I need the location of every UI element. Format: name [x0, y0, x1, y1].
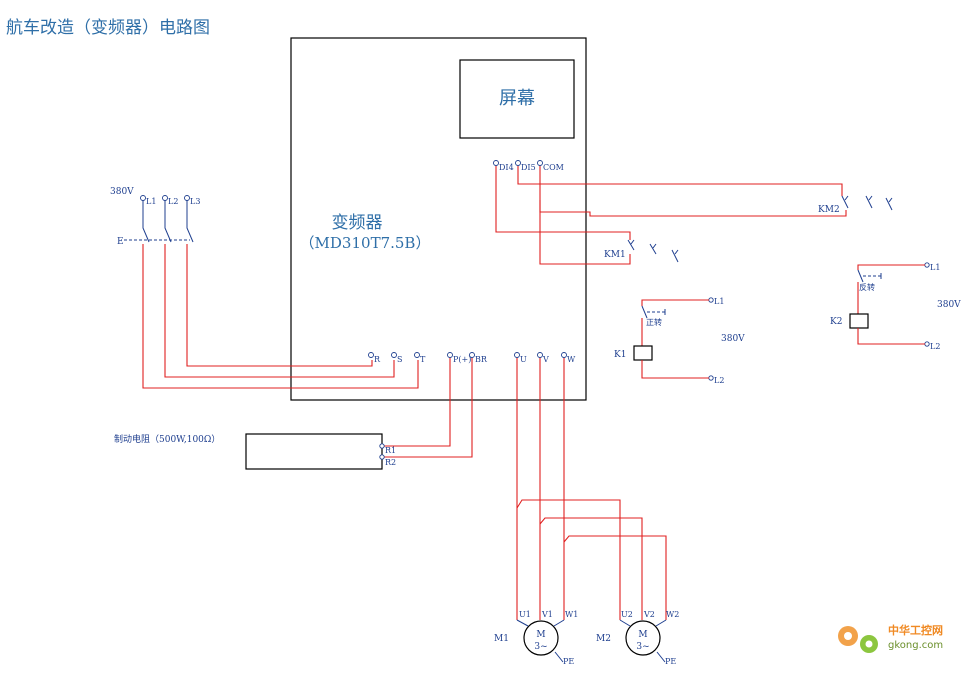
watermark-cn: 中华工控网 [888, 623, 943, 637]
k1-label: K1 [614, 350, 626, 360]
m2-u2: U2 [621, 610, 633, 619]
km1-label: KM1 [604, 250, 626, 260]
m1-w1: W1 [565, 610, 578, 619]
supply-voltage: 380V [110, 187, 134, 197]
k1-l1: L1 [714, 297, 724, 306]
k2-mode: 反转 [859, 282, 875, 292]
supply-l2: L2 [168, 197, 178, 206]
resistor-r1: R1 [385, 446, 396, 455]
m1-pe: PE [563, 657, 574, 666]
watermark-logo: 中华工控网 gkong.com [838, 623, 943, 653]
m1-label: M1 [494, 634, 509, 644]
supply: 380V L1 L2 L3 E [110, 187, 419, 389]
supply-l3: L3 [190, 197, 200, 206]
km1-contacts: KM1 [604, 239, 679, 263]
motor-m2: M 3~ U2 V2 W2 PE M2 [596, 610, 679, 666]
m2-label: M2 [596, 634, 611, 644]
km2-contacts: KM2 [818, 195, 893, 215]
terminal-di5: DI5 [521, 163, 536, 172]
terminal-com: COM [543, 163, 564, 172]
screen-box [459, 59, 575, 139]
k2-l2: L2 [930, 342, 940, 351]
resistor-r2: R2 [385, 458, 396, 467]
brake-resistor: R1 R2 制动电阻（500W,100Ω） [114, 433, 396, 470]
relay-k1: L1 L2 正转 K1 380V [614, 297, 745, 385]
motor-m1: M 3~ U1 V1 W1 PE M1 [494, 610, 578, 666]
k2-voltage: 380V [937, 300, 961, 310]
k1-mode: 正转 [646, 317, 662, 327]
control-terminals: DI4 DI5 COM [493, 160, 564, 172]
m2-phase: 3~ [636, 642, 649, 652]
terminal-w: W [567, 355, 576, 364]
k2-l1: L1 [930, 263, 940, 272]
terminal-t: T [420, 355, 426, 364]
resistor-label: 制动电阻（500W,100Ω） [114, 433, 220, 445]
relay-k2: L1 L2 反转 K2 380V [830, 262, 961, 351]
motor-wiring [516, 358, 667, 620]
input-terminals: R S T [368, 352, 426, 364]
brake-terminals: P(+) BR [382, 352, 488, 458]
km2-label: KM2 [818, 205, 840, 215]
terminal-r: R [374, 355, 381, 364]
control-wiring [495, 166, 847, 265]
terminal-u: U [520, 355, 527, 364]
m2-v2: V2 [643, 610, 655, 619]
breaker-label: E [117, 237, 124, 247]
screen-label: 屏幕 [499, 88, 535, 109]
inverter-name: 变频器 [332, 213, 383, 233]
m1-symbol: M [536, 630, 545, 640]
m2-symbol: M [638, 630, 647, 640]
supply-l1: L1 [146, 197, 156, 206]
terminal-di4: DI4 [499, 163, 514, 172]
inverter-box [290, 37, 587, 401]
k1-voltage: 380V [721, 334, 745, 344]
terminal-br: BR [475, 355, 488, 364]
m1-v1: V1 [541, 610, 553, 619]
k2-label: K2 [830, 317, 842, 327]
inverter-model: （MD310T7.5B） [300, 234, 431, 252]
watermark-en: gkong.com [888, 640, 943, 651]
m1-u1: U1 [519, 610, 531, 619]
m2-w2: W2 [666, 610, 679, 619]
output-terminals: U V W [514, 352, 576, 364]
m1-phase: 3~ [534, 642, 547, 652]
k1-l2: L2 [714, 376, 724, 385]
diagram-title: 航车改造（变频器）电路图 [6, 18, 210, 38]
m2-pe: PE [665, 657, 676, 666]
terminal-p-plus: P(+) [453, 355, 471, 364]
terminal-s: S [397, 355, 402, 364]
terminal-v: V [542, 355, 549, 364]
